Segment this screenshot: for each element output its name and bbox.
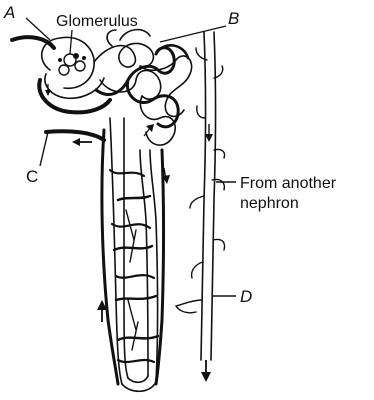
label-d: D bbox=[240, 287, 252, 306]
left-arrow-icon bbox=[72, 138, 92, 146]
label-b: B bbox=[228, 9, 239, 28]
label-a: A bbox=[3, 3, 15, 22]
label-from-another-line2: nephron bbox=[240, 195, 299, 212]
convoluted-tubule bbox=[94, 30, 192, 146]
vessel-c bbox=[40, 131, 104, 166]
c-leader-line bbox=[40, 132, 48, 166]
label-from-another-line1: From another bbox=[240, 175, 337, 192]
label-c: C bbox=[26, 167, 38, 186]
b-leader-line bbox=[160, 26, 226, 42]
glomerulus-leader-line bbox=[70, 30, 72, 54]
collecting-duct bbox=[176, 32, 236, 382]
down-arrow-icon bbox=[201, 360, 211, 382]
up-arrow-icon bbox=[144, 124, 154, 136]
glomerulus-knot bbox=[58, 53, 86, 75]
label-glomerulus: Glomerulus bbox=[56, 13, 138, 30]
bowmans-capsule bbox=[12, 37, 104, 98]
